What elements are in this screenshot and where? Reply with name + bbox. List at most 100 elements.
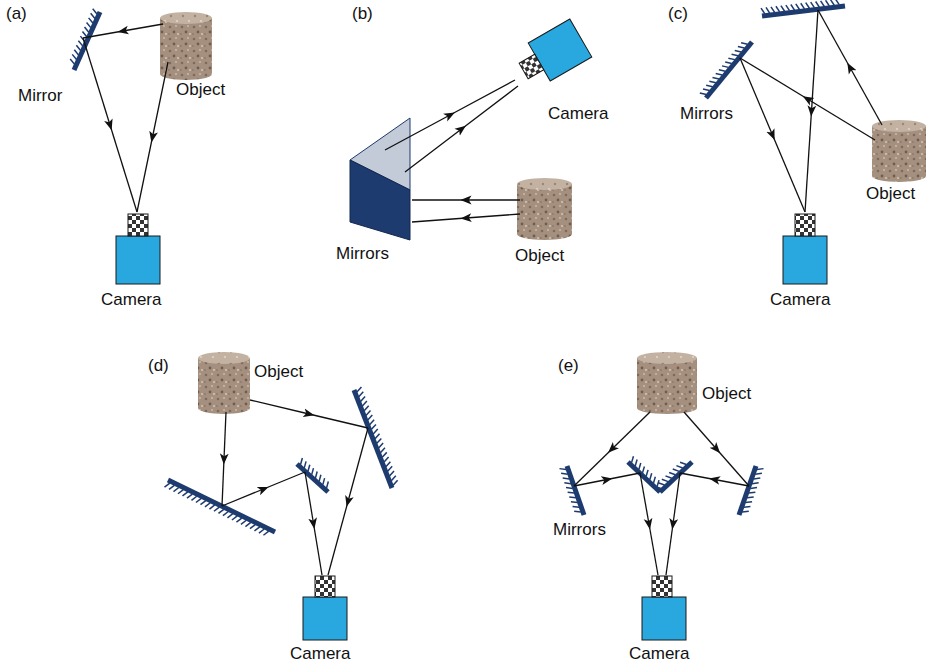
part-label: Object — [254, 362, 303, 382]
camera-lens — [795, 214, 815, 236]
hatch-stroke — [700, 93, 707, 94]
object-cylinder — [160, 12, 212, 80]
hatch-stroke — [178, 490, 183, 494]
hatch-stroke — [173, 487, 178, 491]
light-ray — [818, 10, 882, 125]
hatch-stroke — [741, 43, 748, 44]
hatch-stroke — [709, 81, 716, 82]
cylinder-base — [198, 402, 250, 414]
part-label: Object — [866, 184, 915, 204]
light-ray — [137, 62, 168, 212]
hatch-stroke — [732, 54, 739, 55]
hatch-stroke — [745, 501, 752, 503]
hatch-stroke — [191, 496, 196, 500]
hatch-stroke — [632, 456, 634, 462]
camera-lens — [519, 54, 544, 79]
cylinder-body — [872, 126, 926, 176]
hatch-stroke — [377, 438, 382, 443]
camera-body — [783, 236, 827, 284]
light-ray — [684, 412, 749, 486]
hatch-stroke — [836, 0, 840, 5]
part-label: Object — [702, 384, 751, 404]
hatch-stroke — [304, 461, 306, 467]
hatch-stroke — [680, 462, 686, 464]
panel-letter: (c) — [668, 4, 688, 24]
light-ray — [222, 412, 226, 506]
hatch-stroke — [250, 525, 255, 529]
hatch-stroke — [719, 70, 726, 71]
part-label: Camera — [548, 104, 608, 124]
hatch-stroke — [187, 494, 192, 498]
hatch-stroke — [368, 415, 373, 420]
hatch-stroke — [563, 477, 570, 479]
cylinder-top — [198, 352, 250, 364]
hatch-stroke — [263, 531, 268, 535]
hatch-stroke — [713, 77, 720, 78]
mirror — [168, 480, 275, 532]
mirror — [660, 462, 692, 492]
camera-lens — [652, 576, 672, 597]
hatch-stroke — [91, 13, 95, 18]
hatch-stroke — [362, 401, 367, 406]
object-cylinder — [872, 120, 926, 182]
hatch-stroke — [569, 496, 576, 498]
cylinder-top — [160, 12, 212, 24]
light-ray — [83, 38, 137, 212]
hatch-stroke — [568, 491, 575, 493]
light-ray — [740, 58, 805, 212]
cylinder-body — [198, 358, 250, 408]
hatch-stroke — [761, 8, 765, 14]
mirror — [74, 12, 100, 70]
hatch-stroke — [566, 487, 573, 489]
hatch-stroke — [816, 1, 820, 7]
cylinder-body — [637, 358, 697, 408]
hatch-stroke — [806, 3, 810, 9]
part-label: Camera — [770, 290, 830, 310]
hatch-stroke — [391, 476, 396, 481]
hatch-stroke — [831, 0, 835, 5]
hatch-stroke — [236, 518, 241, 522]
hatch-stroke — [635, 460, 637, 466]
hatch-stroke — [165, 483, 170, 487]
hatch-stroke — [182, 492, 187, 496]
part-label: Camera — [629, 644, 689, 664]
light-ray — [640, 473, 658, 575]
part-label: Mirrors — [553, 520, 606, 540]
panel-letter: (d) — [148, 356, 169, 376]
hatch-stroke — [373, 429, 378, 434]
part-label: Camera — [290, 644, 350, 664]
hatch-stroke — [766, 7, 770, 13]
hatch-stroke — [74, 50, 78, 55]
hatch-stroke — [752, 482, 759, 484]
hatch-stroke — [738, 47, 745, 48]
hatch-stroke — [223, 512, 228, 516]
hatch-stroke — [662, 479, 668, 481]
mirror — [762, 6, 845, 16]
hatch-stroke — [366, 410, 371, 415]
hatch-stroke — [72, 54, 76, 59]
light-ray — [328, 428, 368, 575]
hatch-stroke — [574, 510, 581, 512]
hatch-stroke — [382, 452, 387, 457]
hatch-stroke — [259, 529, 264, 533]
camera-body — [116, 236, 160, 284]
hatch-stroke — [200, 501, 205, 505]
hatch-stroke — [669, 472, 675, 474]
hatch-stroke — [327, 482, 329, 488]
hatch-stroke — [301, 458, 303, 464]
panel-letter: (b) — [352, 4, 373, 24]
light-ray — [405, 86, 518, 172]
part-label: Camera — [101, 290, 161, 310]
hatch-stroke — [665, 476, 671, 478]
mirror — [567, 466, 584, 515]
hatch-stroke — [653, 477, 655, 483]
object-cylinder — [637, 352, 697, 414]
hatch-stroke — [673, 469, 679, 471]
hatch-stroke — [642, 466, 644, 472]
cylinder-base — [160, 68, 212, 80]
hatch-stroke — [375, 434, 380, 439]
light-ray — [222, 472, 305, 506]
hatch-stroke — [205, 503, 210, 507]
hatch-stroke — [561, 473, 568, 475]
